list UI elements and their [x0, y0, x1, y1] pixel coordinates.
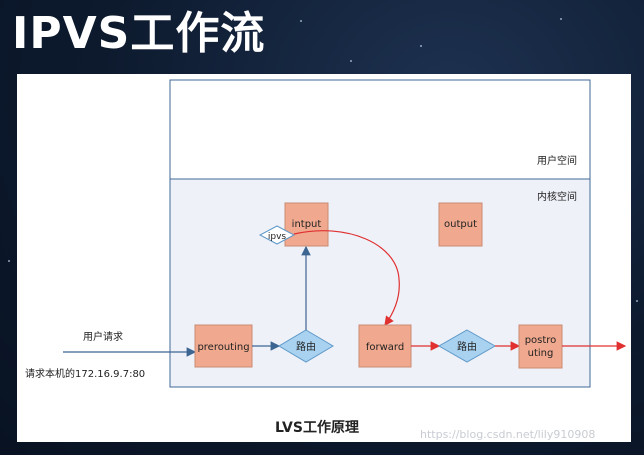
star	[560, 18, 562, 20]
routing-diamond-1	[278, 329, 334, 363]
watermark: https://blog.csdn.net/lily910908	[420, 428, 596, 441]
user-space-label: 用户空间	[537, 154, 577, 167]
forward-label: forward	[366, 342, 404, 353]
star	[420, 45, 422, 47]
output-label: output	[444, 219, 477, 230]
prerouting-label: prerouting	[197, 342, 249, 353]
input-label: intput	[292, 219, 322, 230]
postrouting-label-line2: uting	[528, 348, 554, 359]
ipvs-label: ipvs	[268, 232, 287, 242]
slide-title: IPVS工作流	[12, 8, 266, 59]
kernel-space-label: 内核空间	[537, 190, 577, 203]
diagram-panel: 用户空间 内核空间 用户请求 请求本机的172.16.9.7:80 prerou…	[17, 74, 631, 442]
input-box	[284, 202, 329, 247]
postrouting-label-line1: postro	[525, 335, 557, 346]
output-box	[438, 202, 483, 247]
star	[350, 60, 352, 62]
lvs-diagram: 用户空间 内核空间 用户请求 请求本机的172.16.9.7:80 prerou…	[25, 79, 627, 436]
star	[300, 20, 302, 22]
routing-2-label: 路由	[457, 340, 477, 353]
user-space-region	[169, 79, 591, 180]
ipvs-to-forward-arrow	[293, 230, 400, 326]
request-target-label: 请求本机的172.16.9.7:80	[25, 367, 145, 380]
routing-1-label: 路由	[296, 340, 316, 353]
diagram-caption: LVS工作原理	[275, 419, 359, 436]
routing-diamond-2	[437, 329, 497, 363]
star	[8, 260, 10, 262]
ipvs-diamond	[258, 225, 296, 245]
user-request-label: 用户请求	[83, 330, 123, 343]
star	[636, 300, 638, 302]
postrouting-box	[518, 324, 563, 369]
prerouting-box	[194, 324, 253, 368]
